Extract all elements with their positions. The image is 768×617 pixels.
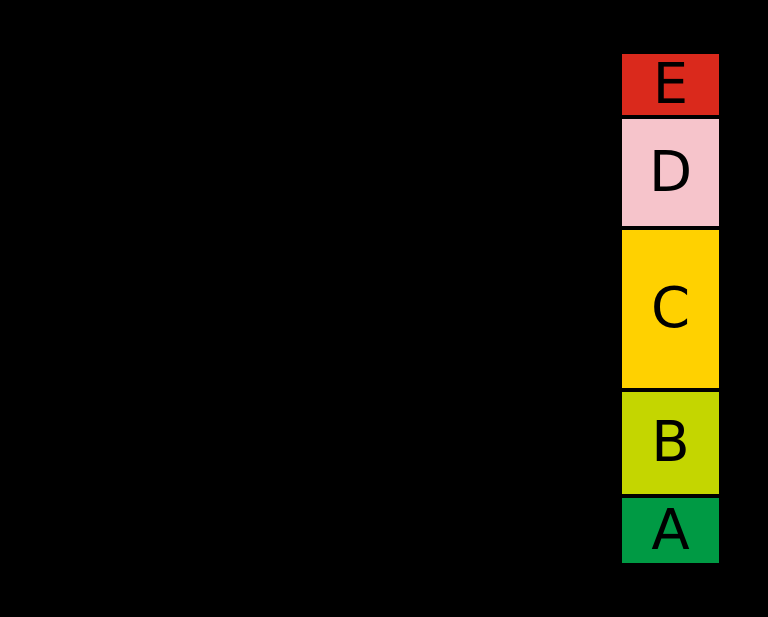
grade-segment-a: A xyxy=(622,498,719,563)
grade-label-c: C xyxy=(650,276,691,341)
grade-segment-e: E xyxy=(622,54,719,115)
grade-label-a: A xyxy=(651,497,690,563)
grade-segment-b: B xyxy=(622,392,719,494)
grade-label-d: D xyxy=(648,139,693,205)
grade-scale: E D C B A xyxy=(622,54,719,563)
grade-label-e: E xyxy=(652,51,689,117)
grade-segment-c: C xyxy=(622,230,719,388)
grade-label-b: B xyxy=(651,410,690,475)
grade-segment-d: D xyxy=(622,119,719,226)
